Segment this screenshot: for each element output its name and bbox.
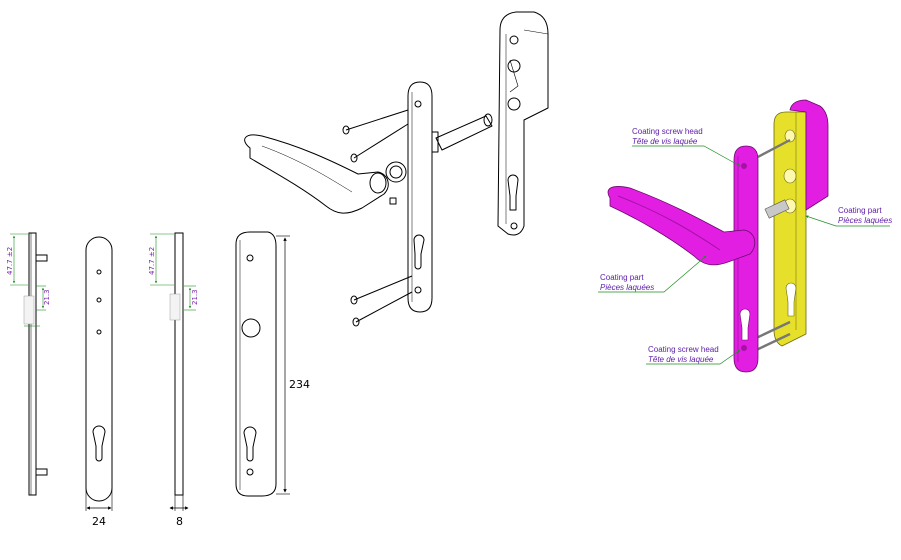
dim-offset-b-label-1: 21.3	[43, 289, 51, 305]
side-profile-view-2	[150, 232, 196, 511]
back-housing	[789, 99, 829, 211]
callout-3-en: Coating part	[600, 273, 644, 282]
callout-3-fr: Pièces laquées	[600, 283, 654, 292]
callout-leaders	[598, 145, 890, 365]
dim-offset-a-label-1: 47.7 ±2	[6, 247, 14, 275]
dim-thickness-label: 8	[176, 515, 183, 528]
screw-outline-2	[353, 123, 409, 159]
dim-offset-a-label-2: 47.7 ±2	[148, 247, 156, 275]
exploded-line-view	[244, 11, 549, 327]
callout-2-fr: Pièces laquées	[838, 216, 892, 225]
dim-offset-b-label-2: 21.3	[191, 289, 199, 305]
screw-outline-1	[345, 109, 409, 131]
front-plate-view	[85, 236, 113, 511]
front-plate-outline	[407, 81, 433, 313]
back-plate-yellow	[773, 111, 807, 347]
callout-1-fr: Tête de vis laquée	[632, 137, 698, 146]
callout-2-en: Coating part	[838, 206, 882, 215]
spindle-outline	[435, 115, 493, 151]
dim-width-label: 24	[92, 515, 106, 528]
lever-handle-outline	[244, 134, 389, 214]
colored-assembly-view	[607, 99, 829, 373]
back-plate-outline	[497, 11, 549, 236]
callout-4-en: Coating screw head	[648, 345, 719, 354]
dim-height-label: 234	[289, 378, 310, 391]
screw-outline-3	[353, 275, 413, 301]
callout-4-fr: Tête de vis laquée	[648, 355, 714, 364]
perspective-plate-view	[235, 231, 290, 497]
callout-1-en: Coating screw head	[632, 127, 703, 136]
screw-outline-4	[355, 291, 413, 323]
side-profile-view-1	[10, 232, 48, 496]
